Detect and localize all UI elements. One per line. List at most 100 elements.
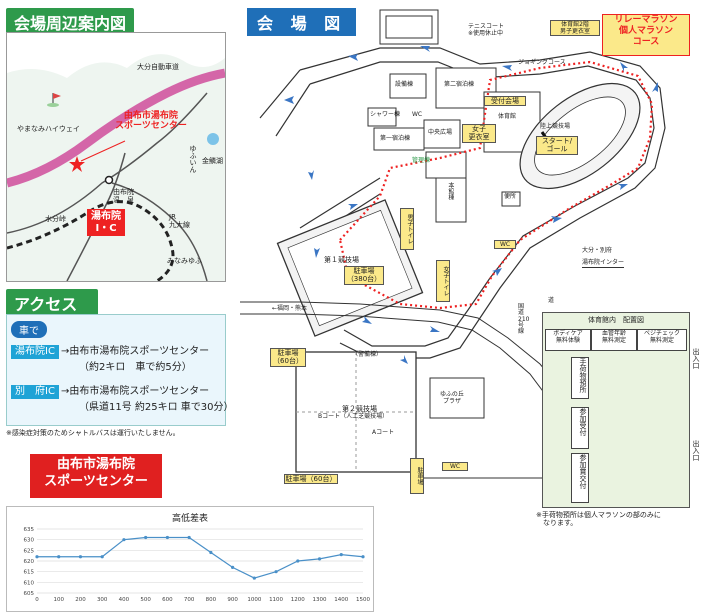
access-header: アクセス — [6, 289, 98, 317]
toilet-bldg-label: 便所 — [504, 193, 517, 200]
y-tick-label: 625 — [24, 548, 35, 554]
gym-layout-title: 体育館内 配置図 — [588, 316, 644, 324]
onsen-label: 由布院 温 泉 — [113, 188, 134, 205]
women-toilet-box: 女子トイレ — [436, 260, 450, 302]
route1-note: （約2キロ 車で約5分） — [79, 362, 192, 373]
x-tick-label: 1500 — [356, 597, 370, 603]
honkan-label: 本館棟 — [446, 182, 454, 200]
x-tick-label: 200 — [75, 597, 86, 603]
x-tick-label: 1000 — [247, 597, 261, 603]
rikujo-label: 陸上競技場 — [540, 123, 571, 130]
parking60-box-b: 駐車場（60台） — [284, 474, 338, 485]
wc-box: WC — [494, 240, 516, 250]
route2-destination: →由布市湯布院スポーツセンター — [60, 386, 210, 397]
x-tick-label: 1300 — [313, 597, 327, 603]
elevation-point — [187, 535, 191, 540]
yufuin-ic-badge: 湯布院 I・C — [87, 209, 125, 236]
bodycare-booth: ボディケア 無料体験 — [545, 329, 591, 351]
elevation-point — [122, 538, 126, 542]
x-tick-label: 1200 — [291, 597, 305, 603]
start-goal-box: スタート/ ゴール — [536, 136, 578, 155]
veggie-check-booth: ベジチェック 無料測定 — [637, 329, 687, 351]
x-tick-label: 1100 — [269, 597, 283, 603]
chuou-hiroba-label: 中央広場 — [428, 129, 453, 136]
y-tick-label: 630 — [24, 538, 35, 544]
elevation-line — [37, 536, 364, 579]
y-tick-label: 610 — [24, 580, 35, 586]
shuttle-note: ※感染症対策のためシャトルバスは運行いたしません。 — [6, 429, 180, 437]
car-tag: 車で — [11, 321, 47, 338]
gym-exit-2[interactable]: 出入口 — [692, 440, 701, 461]
blood-vessel-booth: 血管年齢 無料測定 — [591, 329, 637, 351]
beppu-ic-tag: 別 府IC — [11, 385, 59, 399]
mizuwake-label: 水分峠 — [45, 215, 66, 223]
relay-marathon-box: リレーマラソン 個人マラソン コース — [602, 14, 690, 56]
x-tick-label: 900 — [227, 597, 238, 603]
yufuin-ic-tag: 湯布院IC — [11, 345, 59, 359]
chart-title: 高低差表 — [171, 514, 208, 524]
elevation-point — [296, 559, 300, 563]
kanri-label: 管理棟 — [412, 157, 431, 164]
yufuin-inter-label: 湯布院インター — [582, 259, 625, 268]
prize-desk: 参加賞交付 — [571, 453, 589, 503]
taiikukan-label: 体育館 — [498, 113, 517, 120]
men-toilet-box: 男子トイレ — [400, 208, 414, 250]
elevation-point — [78, 555, 83, 559]
y-tick-label: 615 — [24, 570, 35, 576]
route210-label: 国 道 210 号 線 — [518, 303, 530, 336]
gym-layout: 体育館内 配置図 ボディケア 無料体験 血管年齢 無料測定 ベジチェック 無料測… — [542, 312, 690, 508]
tennis-court-label: テニスコート ※使用休止中 — [468, 23, 505, 37]
minamiyufu-label: みなみゆふ — [167, 257, 202, 265]
baggage-note: ※手荷物預所は個人マラソンの部のみに なります。 — [536, 511, 661, 528]
elevation-point — [100, 555, 104, 559]
x-tick-label: 100 — [53, 597, 64, 603]
keibi-label: （警備棟） — [352, 351, 383, 358]
route2-note: （県道11号 約25キロ 車で30分） — [79, 402, 234, 413]
venue-map[interactable]: テニスコート ※使用休止中 ジョギングコース 設備棟 第二宿泊棟 シャワー棟 W… — [240, 8, 708, 479]
uketsuke-box: 受付会場 — [484, 96, 526, 107]
dai2-shukuhaku-label: 第二宿泊棟 — [444, 81, 475, 88]
kinrin-lake-label: 金鱗湖 — [202, 157, 223, 165]
yunooka-plaza-label: ゆふの丘 プラザ — [440, 391, 464, 405]
x-tick-label: 1400 — [334, 597, 348, 603]
jogging-course-label: ジョギングコース — [518, 59, 566, 66]
gym-exit-1[interactable]: 出入口 — [692, 348, 701, 369]
elevation-point — [361, 555, 365, 559]
elevation-point — [165, 535, 169, 540]
to-oita-label: 大分・別府 — [582, 247, 613, 254]
access-panel: 車で 湯布院IC →由布市湯布院スポーツセンター （約2キロ 車で約5分） 別 府… — [6, 314, 234, 426]
area-map-drawing — [7, 54, 225, 281]
jr-line-label: JR 九大線 — [169, 213, 190, 230]
x-tick-label: 600 — [162, 597, 173, 603]
y-tick-label: 620 — [24, 559, 35, 565]
elevation-point — [252, 576, 256, 580]
field2-label: 第２競技場 — [342, 405, 377, 413]
wc-small-label: WC — [412, 111, 423, 118]
area-map-header: 会場周辺案内図 — [6, 8, 135, 36]
golf-label: やまなみハイウェイ — [17, 125, 80, 133]
joshi-kouishitsu-box: 女子 更衣室 — [462, 124, 496, 143]
yufuin-label: ゆふいん — [189, 145, 198, 173]
elevation-point — [339, 553, 343, 557]
x-tick-label: 800 — [206, 597, 217, 603]
x-tick-label: 300 — [97, 597, 108, 603]
elevation-point — [274, 570, 278, 574]
elevation-point — [57, 555, 61, 559]
road-label: 道 — [548, 297, 555, 304]
parking-small-box: 駐車場 — [410, 458, 424, 494]
field1-label: 第１競技場 — [324, 256, 359, 264]
x-tick-label: 0 — [35, 597, 39, 603]
venue-banner: 由布市湯布院 スポーツセンター — [30, 454, 162, 498]
a-court-label: Aコート — [372, 429, 395, 436]
to-fukuoka-label: ←福岡・熊本 — [272, 305, 308, 312]
gym2-locker-box: 体育館2階 男子更衣室 — [550, 20, 600, 37]
venue-name-label: 由布市湯布院 スポーツセンター — [115, 111, 187, 132]
dai1-shukuhaku-label: 第一宿泊棟 — [380, 135, 411, 142]
wc-bottom-box: WC — [442, 462, 468, 472]
registration-desk: 参加受付 — [571, 407, 589, 449]
y-tick-label: 635 — [24, 527, 35, 533]
venue-map-header: 会 場 図 — [247, 8, 357, 36]
shower-label: シャワー棟 — [370, 111, 401, 118]
area-map[interactable]: 大分自動車道 やまなみハイウェイ 由布市湯布院 スポーツセンター ゆふいん 金鱗… — [6, 32, 226, 282]
